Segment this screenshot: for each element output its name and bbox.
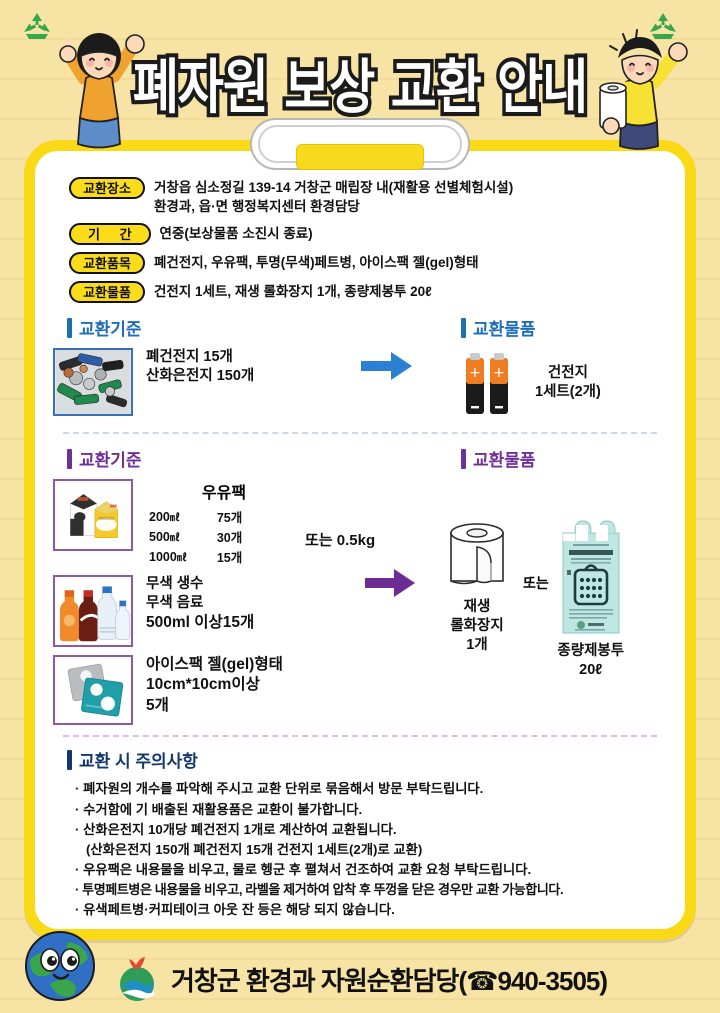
character-man-illustration	[592, 26, 712, 166]
info-value-period: 연중(보상물품 소진시 종료)	[159, 226, 313, 242]
info-row-items: 교환품목 폐건전지, 우유팩, 투명(무색)페트병, 아이스팩 젤(gel)형태	[69, 252, 667, 275]
badge-exchange-items: 교환품목	[69, 252, 145, 275]
note-item: · 투명페트병은 내용물을 비우고, 라벨을 제거하여 압착 후 뚜껑을 닫은 …	[75, 882, 564, 898]
main-content-card: 교환장소 거창읍 심소정길 139-14 거창군 매립장 내(재활용 선별체험시…	[24, 140, 696, 940]
card-handle-ornament	[250, 118, 470, 170]
criteria-item-bottles: 무색 생수 무색 음료 500ml 이상15개	[53, 575, 413, 648]
used-batteries-photo	[53, 348, 133, 417]
note-item: · 산화은전지 10개당 폐건전지 1개로 계산하여 교환됩니다.	[75, 821, 397, 837]
footer-bar: 거창군 환경과 자원순환담당(☎940-3505)	[0, 945, 720, 1013]
battery-pair-icon: + +	[466, 353, 508, 415]
info-value-items: 폐건전지, 우유팩, 투명(무색)페트병, 아이스팩 젤(gel)형태	[154, 255, 479, 271]
milk-qty: 30개	[216, 531, 243, 546]
section-divider	[63, 735, 657, 738]
note-item: · 폐자원의 개수를 파악해 주시고 교환 단위로 묶음해서 방문 부탁드립니다…	[75, 781, 484, 797]
heading-bar	[461, 317, 466, 338]
toilet-paper-roll-icon	[450, 523, 504, 585]
earth-mascot	[25, 931, 95, 1001]
heading-bar	[461, 448, 466, 469]
milk-size: 1000㎖	[149, 550, 187, 565]
badge-period: 기 간	[69, 223, 151, 246]
reward-or-text: 또는	[523, 575, 549, 592]
section1-reward-label: 건전지 1세트(2개)	[535, 365, 601, 401]
table-row: 200㎖ 75개	[149, 507, 242, 527]
svg-text:+: +	[469, 365, 481, 381]
note-item: · 우유팩은 내용물을 비우고, 물로 헹군 후 펼쳐서 건조하여 교환 요청 …	[75, 862, 532, 878]
milk-qty: 15개	[216, 551, 243, 566]
info-value-place: 거창읍 심소정길 139-14 거창군 매립장 내(재활용 선별체험시설)환경과…	[154, 180, 514, 215]
recycle-icon	[22, 12, 52, 40]
ice-pack-photo	[53, 655, 133, 726]
info-list: 교환장소 거창읍 심소정길 139-14 거창군 매립장 내(재활용 선별체험시…	[69, 177, 667, 304]
note-item: · 유색페트병·커피테이크 아웃 잔 등은 해당 되지 않습니다.	[75, 902, 395, 918]
milk-carton-photo	[53, 479, 133, 552]
arrow-right-purple-icon	[365, 569, 415, 598]
criteria-item-milk: 우유팩 200㎖ 75개 500㎖ 30개 1000㎖	[53, 479, 413, 567]
section1-criteria-heading: 교환기준	[67, 315, 413, 340]
milk-quantity-table: 200㎖ 75개 500㎖ 30개 1000㎖ 15개	[149, 507, 242, 567]
note-item: (산화은전지 150개 폐건전지 15개 건전지 1세트(2개)로 교환)	[86, 841, 423, 857]
info-row-goods: 교환물품 건전지 1세트, 재생 롤화장지 1개, 종량제봉투 20ℓ	[69, 281, 667, 304]
volume-rate-garbage-bag-icon	[562, 520, 620, 634]
table-row: 1000㎖ 15개	[149, 547, 242, 567]
milk-size: 500㎖	[149, 530, 180, 545]
page-title: 폐자원 보상 교환 안내	[129, 49, 591, 126]
reward-garbage-bag-label: 종량제봉투 20ℓ	[557, 643, 625, 679]
section-recyclables: 교환기준	[53, 446, 667, 738]
info-row-period: 기 간 연중(보상물품 소진시 종료)	[69, 223, 667, 246]
bottles-criteria-text: 무색 생수 무색 음료 500ml 이상15개	[146, 576, 255, 631]
footer-contact-text: 거창군 환경과 자원순환담당(☎940-3505)	[170, 965, 608, 996]
svg-text:+: +	[493, 365, 505, 381]
pet-bottles-photo	[53, 575, 133, 648]
icepack-criteria-text: 아이스팩 젤(gel)형태 10cm*10cm이상 5개	[146, 656, 283, 714]
notes-section: 교환 시 주의사항 · 폐자원의 개수를 파악해 주시고 교환 단위로 묶음해서…	[53, 747, 667, 920]
milk-alternative-weight: 또는 0.5kg	[305, 532, 376, 550]
heading-bar	[67, 749, 72, 770]
badge-exchange-goods: 교환물품	[69, 281, 145, 304]
section1-reward-heading: 교환물품	[461, 315, 667, 340]
heading-bar	[67, 317, 72, 338]
info-row-place: 교환장소 거창읍 심소정길 139-14 거창군 매립장 내(재활용 선별체험시…	[69, 177, 667, 216]
reward-toilet-roll-label: 재생 롤화장지 1개	[450, 599, 504, 653]
milk-title: 우유팩	[201, 485, 247, 503]
notes-heading: 교환 시 주의사항	[67, 747, 667, 772]
section2-criteria-heading: 교환기준	[67, 446, 413, 471]
character-woman-illustration	[40, 22, 165, 162]
heading-bar	[67, 448, 72, 469]
milk-size: 200㎖	[149, 510, 180, 525]
arrow-right-blue-icon	[361, 352, 412, 381]
geochang-county-logo	[119, 957, 154, 1001]
section1-criteria-text: 폐건전지 15개 산화은전지 150개	[146, 349, 255, 385]
recycle-icon	[648, 12, 678, 40]
note-item: · 수거함에 기 배출된 재활용품은 교환이 불가합니다.	[75, 801, 363, 817]
section2-reward-heading: 교환물품	[461, 446, 667, 471]
criteria-item-icepack: 아이스팩 젤(gel)형태 10cm*10cm이상 5개	[53, 655, 413, 726]
info-value-goods: 건전지 1세트, 재생 롤화장지 1개, 종량제봉투 20ℓ	[154, 284, 432, 300]
section-battery: 교환기준	[53, 315, 667, 435]
section-divider	[63, 432, 657, 435]
table-row: 500㎖ 30개	[149, 527, 242, 547]
badge-exchange-place: 교환장소	[69, 177, 145, 199]
milk-qty: 75개	[216, 511, 243, 526]
